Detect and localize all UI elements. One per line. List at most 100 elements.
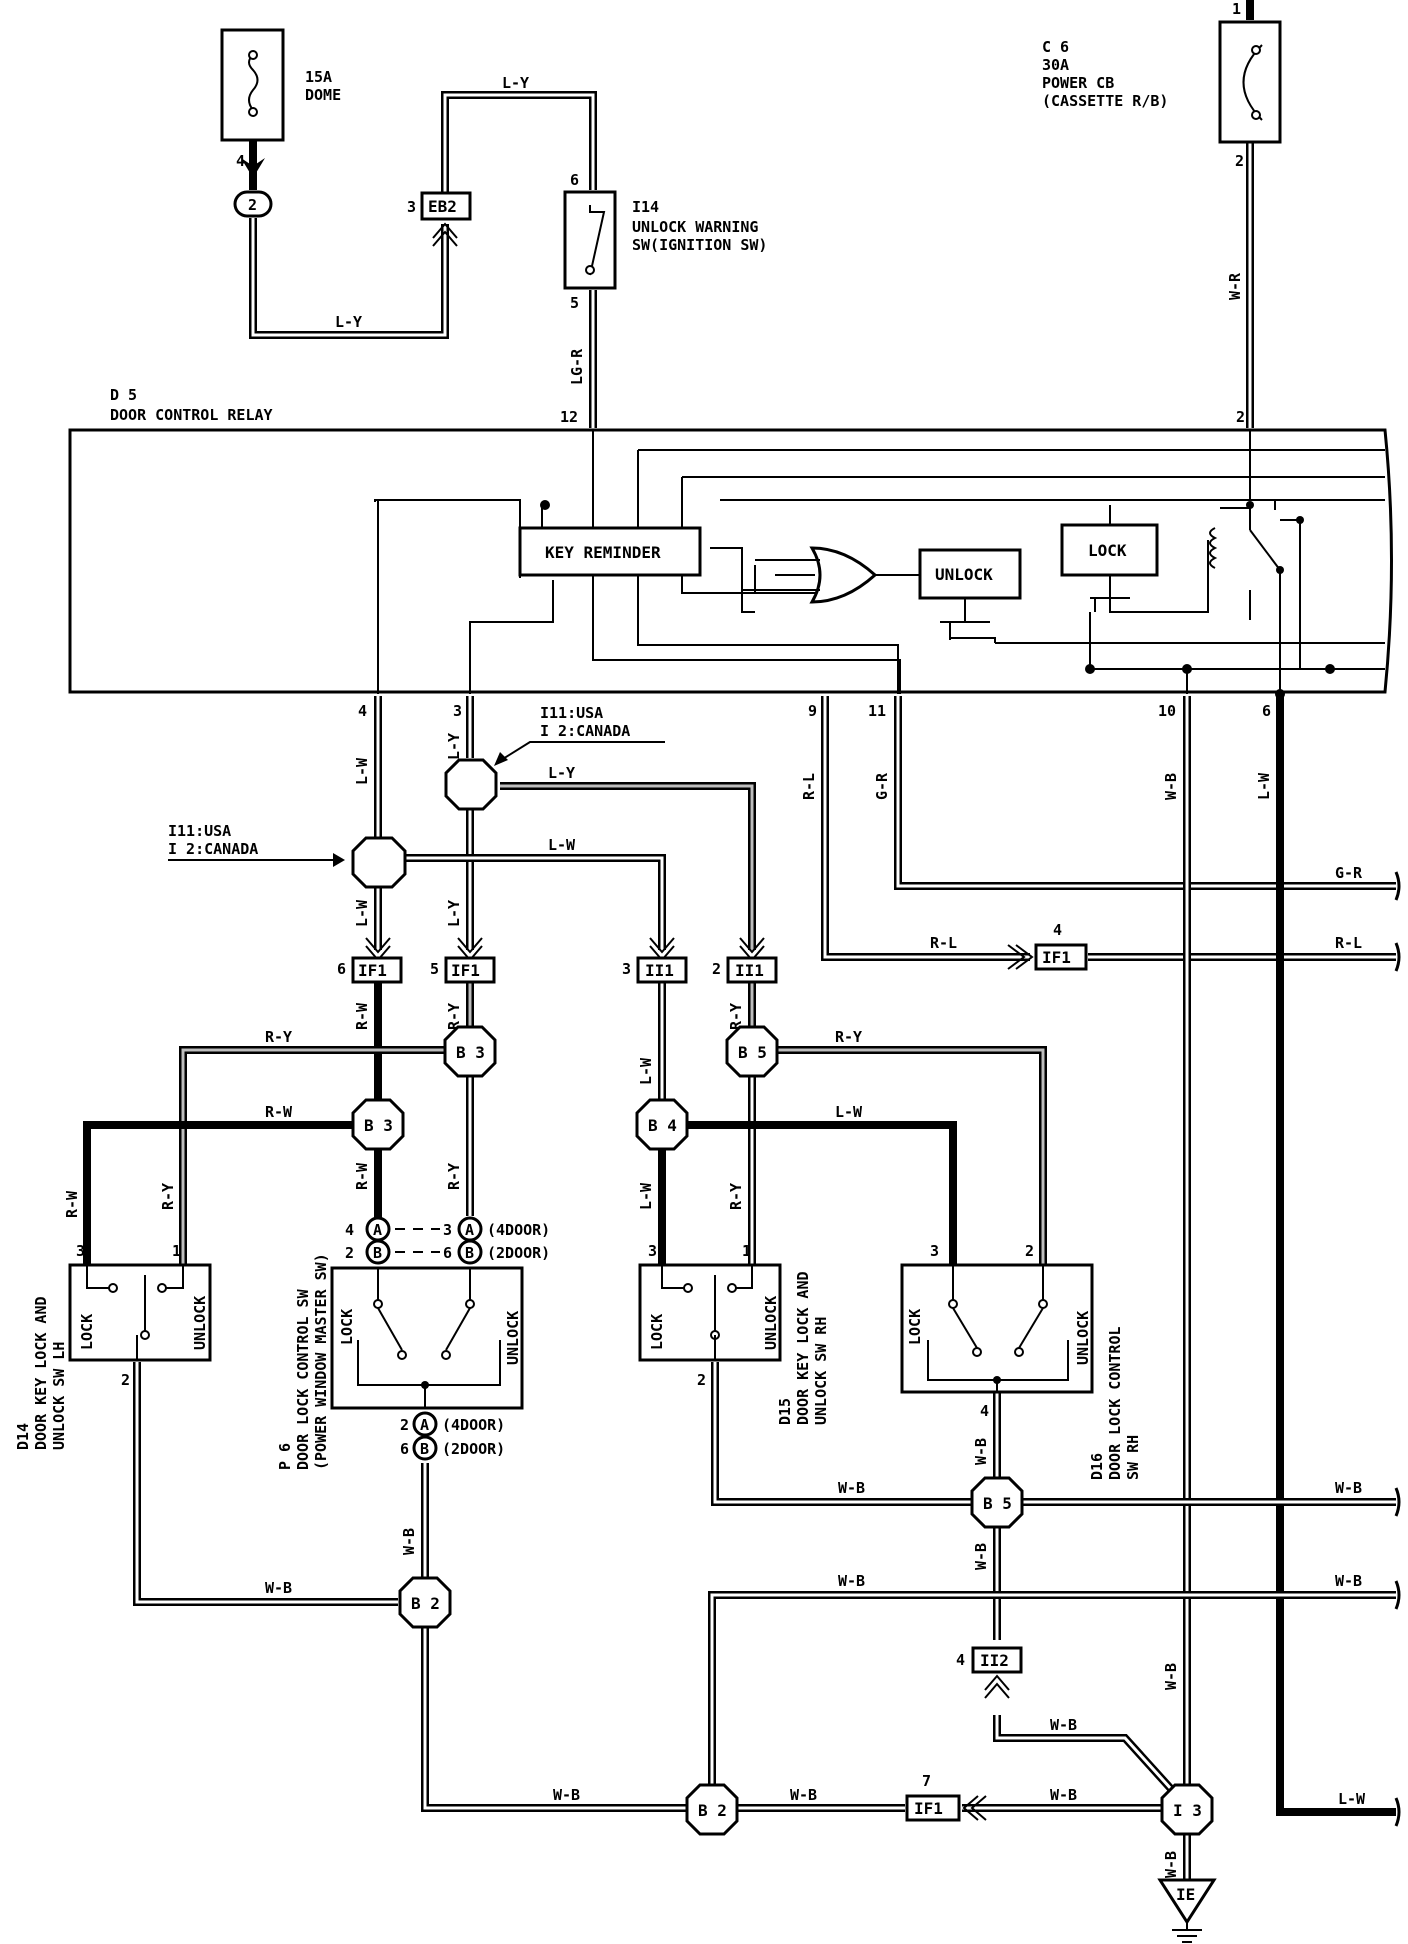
wire-ly-to-ii1-2 bbox=[500, 782, 765, 962]
door-key-lock-switch-rh: 3 1 LOCK UNLOCK 2 D15 DOOR KEY LOCK AND … bbox=[638, 1242, 830, 1425]
wire-label-wr: W-R bbox=[1226, 272, 1244, 300]
wire-label-wb-midr: W-B bbox=[1335, 1572, 1362, 1590]
note2-line1: I11:USA bbox=[540, 704, 603, 722]
wire-ry-right bbox=[772, 1046, 1047, 1264]
dome-fuse: 15A DOME 4 2 bbox=[220, 28, 341, 218]
wire-label-lw-if1: L-W bbox=[353, 899, 371, 927]
wire-label-wb-d16: W-B bbox=[972, 1438, 990, 1465]
wire-d14-wb bbox=[133, 1362, 398, 1606]
i14-pin-top: 6 bbox=[570, 171, 579, 189]
wire-relay3-ly bbox=[457, 696, 483, 962]
svg-text:3: 3 bbox=[648, 1242, 657, 1260]
if1-4-label: IF1 bbox=[1042, 948, 1071, 967]
svg-text:DOOR KEY LOCK AND: DOOR KEY LOCK AND bbox=[32, 1296, 50, 1450]
svg-text:SW RH: SW RH bbox=[1124, 1435, 1142, 1480]
i14-pin-bottom: 5 bbox=[570, 294, 579, 312]
junction-b4: B 4 bbox=[635, 1098, 689, 1151]
svg-text:B 5: B 5 bbox=[738, 1043, 767, 1062]
svg-text:B: B bbox=[465, 1244, 474, 1262]
connector-if1-6: 6 IF1 bbox=[337, 956, 403, 984]
relay-pin-11: 11 bbox=[868, 702, 886, 720]
wire-label-ry-left: R-Y bbox=[265, 1028, 292, 1046]
power-cb-name: POWER CB bbox=[1042, 74, 1114, 92]
ii1-2-pin: 2 bbox=[712, 960, 721, 978]
junction-oct-ly bbox=[444, 758, 498, 811]
wire-label-rl-9: R-L bbox=[800, 773, 818, 800]
wire-label-gr-right: G-R bbox=[1335, 864, 1363, 882]
svg-text:(4DOOR): (4DOOR) bbox=[442, 1416, 505, 1434]
svg-text:2: 2 bbox=[121, 1371, 130, 1389]
svg-text:P 6: P 6 bbox=[276, 1443, 294, 1470]
connector-if1-5: 5 IF1 bbox=[430, 956, 496, 984]
wire-label-wb-i3up: W-B bbox=[1050, 1716, 1077, 1734]
svg-text:B 2: B 2 bbox=[698, 1801, 727, 1820]
ie-label: IE bbox=[1176, 1885, 1195, 1904]
power-cb-pin-top: 1 bbox=[1232, 0, 1241, 18]
wire-label-lw-6: L-W bbox=[1255, 772, 1273, 800]
svg-text:D15: D15 bbox=[776, 1398, 794, 1425]
wire-label-wb-bot1: W-B bbox=[553, 1786, 580, 1804]
if1-7-label: IF1 bbox=[914, 1799, 943, 1818]
svg-text:(2DOOR): (2DOOR) bbox=[442, 1440, 505, 1458]
wire-p6-wb bbox=[421, 1463, 690, 1812]
wire-label-lgr: LG-R bbox=[568, 348, 586, 385]
dome-fuse-connector: 2 bbox=[248, 196, 257, 214]
svg-text:1: 1 bbox=[172, 1242, 181, 1260]
note-left: I11:USA I 2:CANADA bbox=[168, 822, 345, 867]
svg-text:1: 1 bbox=[742, 1242, 751, 1260]
if1-6-label: IF1 bbox=[358, 961, 387, 980]
junction-b3-lower: B 3 bbox=[351, 1098, 405, 1151]
svg-text:2: 2 bbox=[697, 1371, 706, 1389]
relay-key-reminder-label: KEY REMINDER bbox=[545, 543, 661, 562]
wire-label-lw-d15: L-W bbox=[637, 1182, 655, 1210]
svg-text:UNLOCK: UNLOCK bbox=[762, 1296, 780, 1350]
if1-5-pin: 5 bbox=[430, 960, 439, 978]
wire-label-rw-if1: R-W bbox=[353, 1002, 371, 1030]
door-lock-control-switch-rh: 3 2 LOCK UNLOCK 4 D16 DOOR LOCK CONTROL … bbox=[900, 1242, 1142, 1480]
door-lock-control-switch-master: 4 A 3 A (4DOOR) 2 B 6 B (2DOOR) LOCK UNL… bbox=[276, 1216, 550, 1470]
svg-text:B 3: B 3 bbox=[364, 1116, 393, 1135]
svg-text:LOCK: LOCK bbox=[78, 1314, 96, 1350]
relay-pin-10: 10 bbox=[1158, 702, 1176, 720]
ground-ie: IE bbox=[1157, 1878, 1217, 1943]
i14-line2: SW(IGNITION SW) bbox=[632, 236, 767, 254]
dome-fuse-name: DOME bbox=[305, 86, 341, 104]
wire-label-ly-if1: L-Y bbox=[445, 900, 463, 927]
svg-text:I 3: I 3 bbox=[1173, 1801, 1202, 1820]
junction-b5-lower: B 5 bbox=[970, 1476, 1024, 1529]
connector-ii1-2: 2 II1 bbox=[712, 956, 778, 984]
i14-line1: UNLOCK WARNING bbox=[632, 218, 758, 236]
power-cb-pin-bottom: 2 bbox=[1235, 152, 1244, 170]
junction-b3-upper: B 3 bbox=[443, 1025, 497, 1078]
wire-label-lw-ii1: L-W bbox=[637, 1057, 655, 1085]
ii2-4-label: II2 bbox=[980, 1651, 1009, 1670]
note-top: I11:USA I 2:CANADA bbox=[494, 704, 665, 766]
eb2-pin: 3 bbox=[407, 198, 416, 216]
wire-label-ry-d15: R-Y bbox=[727, 1183, 745, 1210]
wire-label-wb-vert: W-B bbox=[1162, 1663, 1180, 1690]
wire-label-wb-bot3: W-B bbox=[1050, 1786, 1077, 1804]
wire-label-lw-4: L-W bbox=[353, 757, 371, 785]
wire-dome-to-eb2 bbox=[241, 140, 458, 339]
wire-label-rw-p6: R-W bbox=[353, 1162, 371, 1190]
relay-pin-9: 9 bbox=[808, 702, 817, 720]
door-control-relay: KEY REMINDER UNLOCK LOCK bbox=[68, 428, 1393, 699]
wire-label-wb-p6: W-B bbox=[400, 1528, 418, 1555]
svg-text:(4DOOR): (4DOOR) bbox=[487, 1221, 550, 1239]
relay-pin-4: 4 bbox=[358, 702, 367, 720]
svg-text:B 4: B 4 bbox=[648, 1116, 677, 1135]
relay-lock-label: LOCK bbox=[1088, 541, 1127, 560]
relay-pin-2: 2 bbox=[1236, 408, 1245, 426]
wire-label-lw-right: L-W bbox=[835, 1103, 863, 1121]
if1-5-label: IF1 bbox=[451, 961, 480, 980]
if1-6-pin: 6 bbox=[337, 960, 346, 978]
unlock-warning-switch: 6 5 I14 UNLOCK WARNING SW(IGNITION SW) bbox=[563, 171, 767, 312]
wire-label-lw-mid: L-W bbox=[548, 836, 576, 854]
wire-label-ry-p6: R-Y bbox=[445, 1163, 463, 1190]
svg-text:A: A bbox=[420, 1416, 429, 1434]
wire-bottom-wb bbox=[735, 1795, 1165, 1821]
wire-label-wb-d14: W-B bbox=[265, 1579, 292, 1597]
svg-text:4: 4 bbox=[345, 1221, 354, 1239]
wire-label-wb-bot2: W-B bbox=[790, 1786, 817, 1804]
